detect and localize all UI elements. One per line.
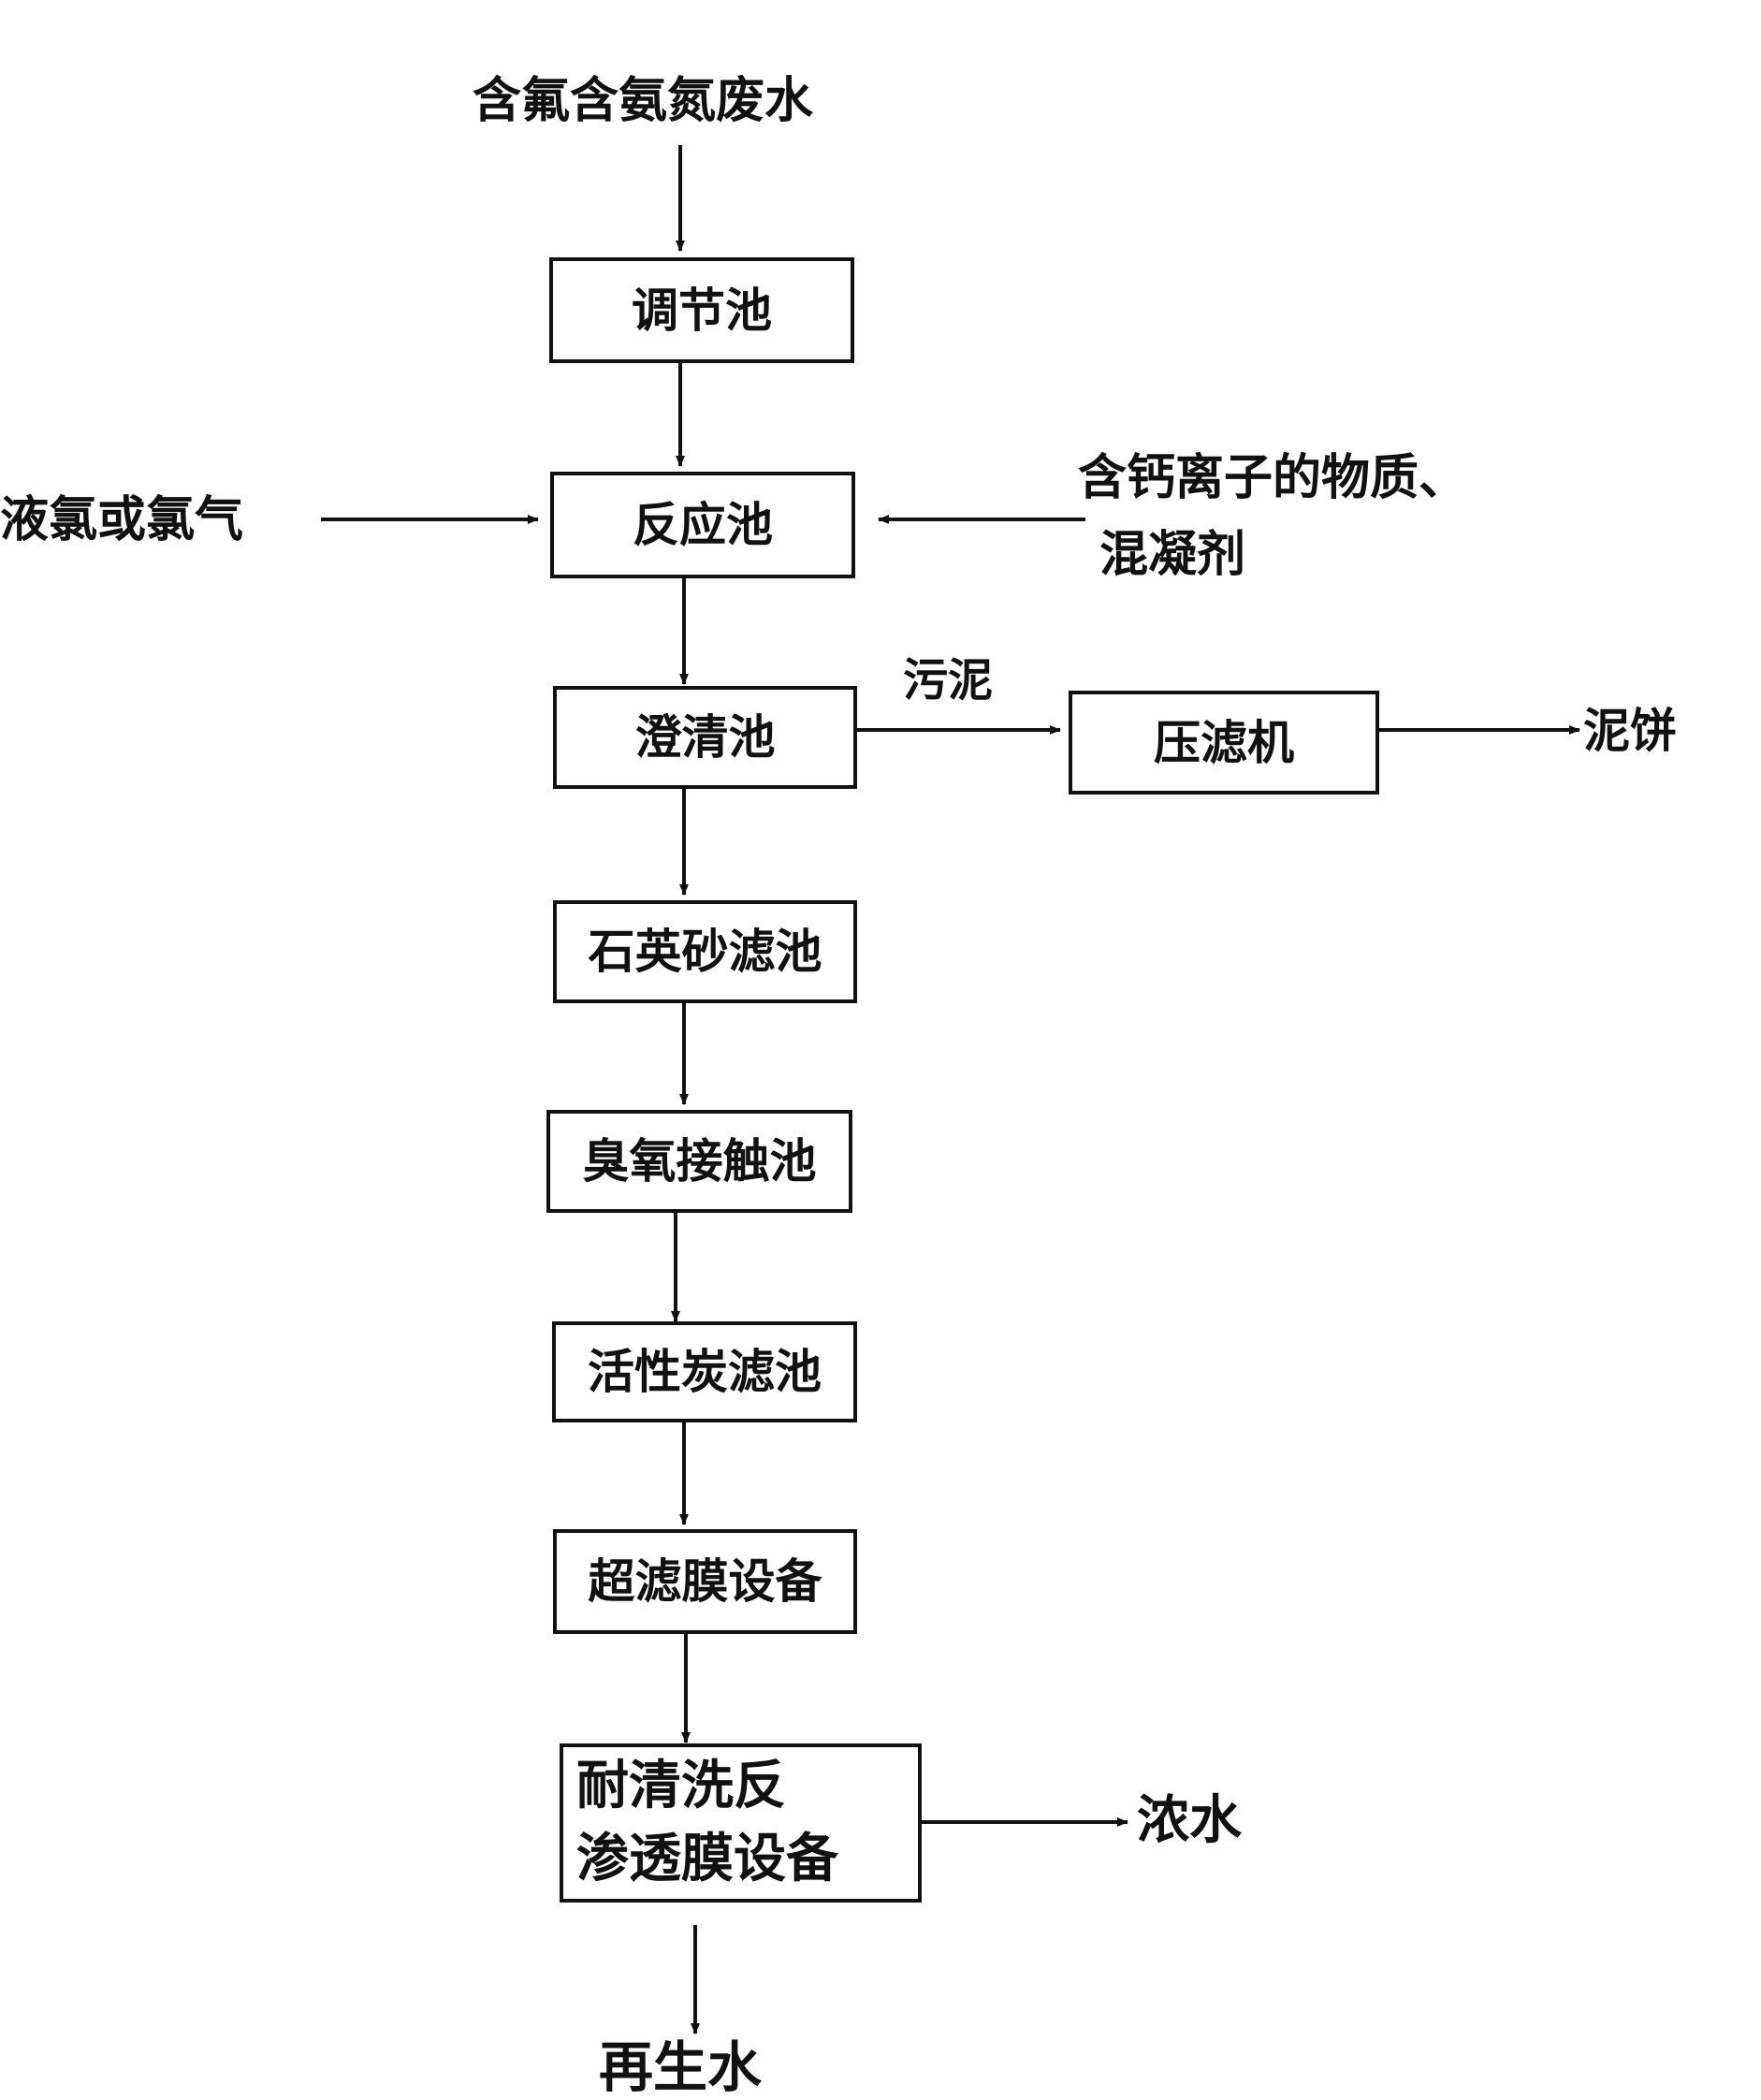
node-activated-carbon-filter-label: 活性炭滤池 (588, 1345, 822, 1399)
side-input-calcium-line2: 混凝剂 (1099, 527, 1246, 583)
node-filter-press: 压滤机 (1069, 691, 1379, 795)
node-filter-press-label: 压滤机 (1154, 715, 1294, 770)
side-input-chlorine-label: 液氯或氯气 (0, 492, 244, 548)
node-regulating-tank: 调节池 (549, 257, 854, 363)
node-quartz-sand-filter-label: 石英砂滤池 (588, 925, 822, 979)
node-reverse-osmosis-line2: 渗透膜设备 (576, 1829, 838, 1889)
edge-label-sludge: 污泥 (903, 654, 994, 707)
node-quartz-sand-filter: 石英砂滤池 (553, 900, 857, 1003)
node-reaction-tank-label: 反应池 (633, 498, 773, 552)
node-ozone-contact-tank-label: 臭氧接触池 (582, 1134, 817, 1189)
node-reaction-tank: 反应池 (550, 472, 855, 578)
input-wastewater-label: 含氟含氨氮废水 (473, 73, 814, 129)
node-reverse-osmosis-line1: 耐清洗反 (576, 1755, 786, 1816)
node-clarifier: 澄清池 (553, 686, 857, 789)
output-sludge-cake-label: 泥饼 (1583, 704, 1677, 758)
node-ozone-contact-tank: 臭氧接触池 (546, 1110, 852, 1213)
output-concentrate-label: 浓水 (1137, 1790, 1242, 1851)
node-clarifier-label: 澄清池 (634, 710, 776, 765)
output-reclaimed-water-label: 再生水 (599, 2035, 763, 2099)
node-activated-carbon-filter: 活性炭滤池 (552, 1321, 857, 1422)
node-ultrafiltration-label: 超滤膜设备 (588, 1554, 822, 1609)
node-ultrafiltration: 超滤膜设备 (553, 1529, 857, 1634)
node-reverse-osmosis: 耐清洗反 渗透膜设备 (560, 1743, 922, 1903)
side-input-calcium-line1: 含钙离子的物质、 (1078, 450, 1468, 506)
node-regulating-tank-label: 调节池 (632, 283, 772, 338)
